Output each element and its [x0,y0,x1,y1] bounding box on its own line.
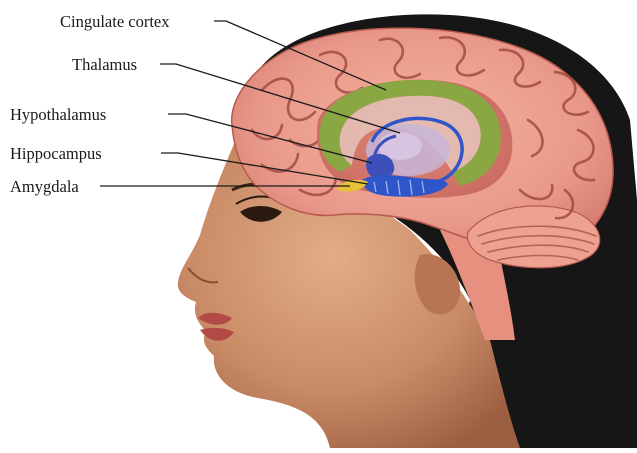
label-hypothalamus: Hypothalamus [10,105,106,124]
label-thalamus: Thalamus [72,55,137,74]
label-amygdala: Amygdala [10,177,79,196]
label-cingulate-cortex: Cingulate cortex [60,12,170,31]
label-hippocampus: Hippocampus [10,144,102,163]
